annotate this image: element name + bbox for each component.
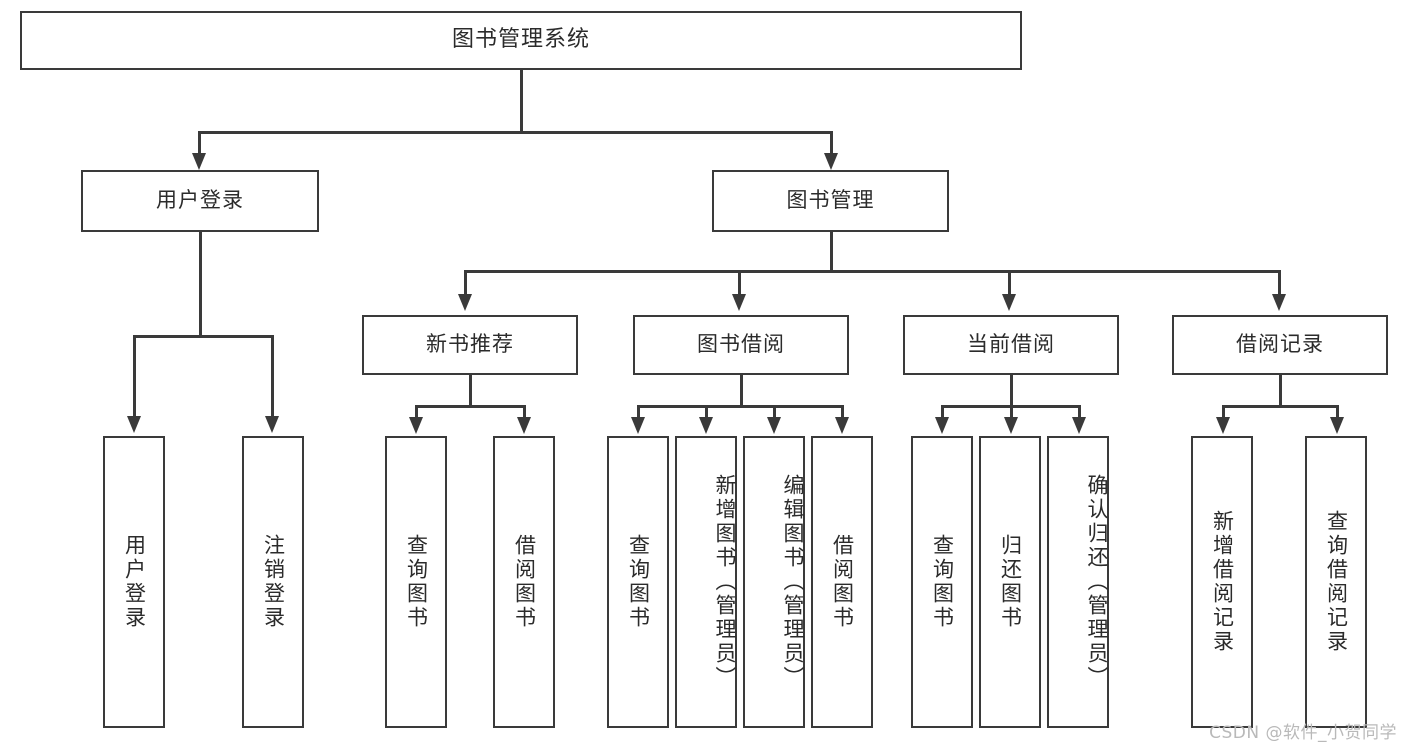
connector-drop-query-book-rec	[415, 405, 418, 419]
leaf-query-borrow-record[interactable]: 查询借阅记录	[1305, 436, 1367, 728]
arrow-borrow-record	[1272, 294, 1286, 311]
connector-drop-query-borrow-record	[1336, 405, 1339, 419]
connector-new-book-recommend-bus	[415, 405, 525, 408]
connector-user-login-stem	[199, 232, 202, 336]
connector-drop-borrow-book-rec	[523, 405, 526, 419]
connector-drop-user-login	[198, 131, 201, 155]
connector-current-borrow-stem	[1010, 375, 1013, 406]
leaf-query-book-borrow[interactable]: 查询图书	[607, 436, 669, 728]
node-book-borrow[interactable]: 图书借阅	[633, 315, 849, 375]
arrow-leaf-user-logout	[265, 416, 279, 433]
leaf-user-logout[interactable]: 注销登录	[242, 436, 304, 728]
node-user-login[interactable]: 用户登录	[81, 170, 319, 232]
leaf-borrow-book-recommend[interactable]: 借阅图书	[493, 436, 555, 728]
connector-new-book-recommend-stem	[469, 375, 472, 406]
leaf-borrow-book[interactable]: 借阅图书	[811, 436, 873, 728]
connector-borrow-record-stem	[1279, 375, 1282, 406]
node-current-borrow[interactable]: 当前借阅	[903, 315, 1119, 375]
arrow-edit-book	[767, 417, 781, 434]
leaf-query-book-current[interactable]: 查询图书	[911, 436, 973, 728]
node-borrow-record[interactable]: 借阅记录	[1172, 315, 1388, 375]
connector-level3-bus	[464, 270, 1280, 273]
arrow-borrow-book	[835, 417, 849, 434]
arrow-query-book-current	[935, 417, 949, 434]
connector-drop-return-book	[1010, 405, 1013, 419]
connector-root-stem	[520, 70, 523, 132]
arrow-current-borrow	[1002, 294, 1016, 311]
connector-drop-book-manage	[830, 131, 833, 155]
connector-drop-book-borrow	[738, 270, 741, 295]
leaf-add-borrow-record[interactable]: 新增借阅记录	[1191, 436, 1253, 728]
connector-book-borrow-stem	[740, 375, 743, 406]
arrow-user-login	[192, 153, 206, 170]
connector-level2-bus	[198, 131, 832, 134]
arrow-new-book-recommend	[458, 294, 472, 311]
arrow-confirm-return	[1072, 417, 1086, 434]
leaf-query-book-recommend[interactable]: 查询图书	[385, 436, 447, 728]
arrow-query-borrow-record	[1330, 417, 1344, 434]
connector-drop-borrow-book	[841, 405, 844, 419]
leaf-return-book[interactable]: 归还图书	[979, 436, 1041, 728]
connector-drop-leaf-user-login	[133, 335, 136, 418]
connector-book-borrow-bus	[637, 405, 843, 408]
connector-drop-new-book-recommend	[464, 270, 467, 295]
leaf-edit-book-admin[interactable]: 编辑图书（管理员）	[743, 436, 805, 728]
connector-drop-edit-book	[773, 405, 776, 419]
connector-drop-query-book-borrow	[637, 405, 640, 419]
connector-drop-borrow-record	[1278, 270, 1281, 295]
connector-drop-confirm-return	[1078, 405, 1081, 419]
connector-user-login-bus	[133, 335, 273, 338]
node-book-management[interactable]: 图书管理	[712, 170, 949, 232]
leaf-confirm-return-admin[interactable]: 确认归还（管理员）	[1047, 436, 1109, 728]
leaf-add-book-admin[interactable]: 新增图书（管理员）	[675, 436, 737, 728]
arrow-borrow-book-rec	[517, 417, 531, 434]
arrow-query-book-borrow	[631, 417, 645, 434]
leaf-user-login[interactable]: 用户登录	[103, 436, 165, 728]
arrow-query-book-rec	[409, 417, 423, 434]
arrow-leaf-user-login	[127, 416, 141, 433]
arrow-book-borrow	[732, 294, 746, 311]
node-root-book-management-system[interactable]: 图书管理系统	[20, 11, 1022, 70]
arrow-add-borrow-record	[1216, 417, 1230, 434]
arrow-book-manage	[824, 153, 838, 170]
connector-drop-add-book	[705, 405, 708, 419]
connector-borrow-record-bus	[1222, 405, 1338, 408]
connector-drop-current-borrow	[1008, 270, 1011, 295]
connector-drop-leaf-user-logout	[271, 335, 274, 418]
arrow-return-book	[1004, 417, 1018, 434]
arrow-add-book	[699, 417, 713, 434]
node-new-book-recommend[interactable]: 新书推荐	[362, 315, 578, 375]
connector-drop-add-borrow-record	[1222, 405, 1225, 419]
connector-drop-query-book-current	[941, 405, 944, 419]
connector-book-manage-stem	[830, 232, 833, 272]
